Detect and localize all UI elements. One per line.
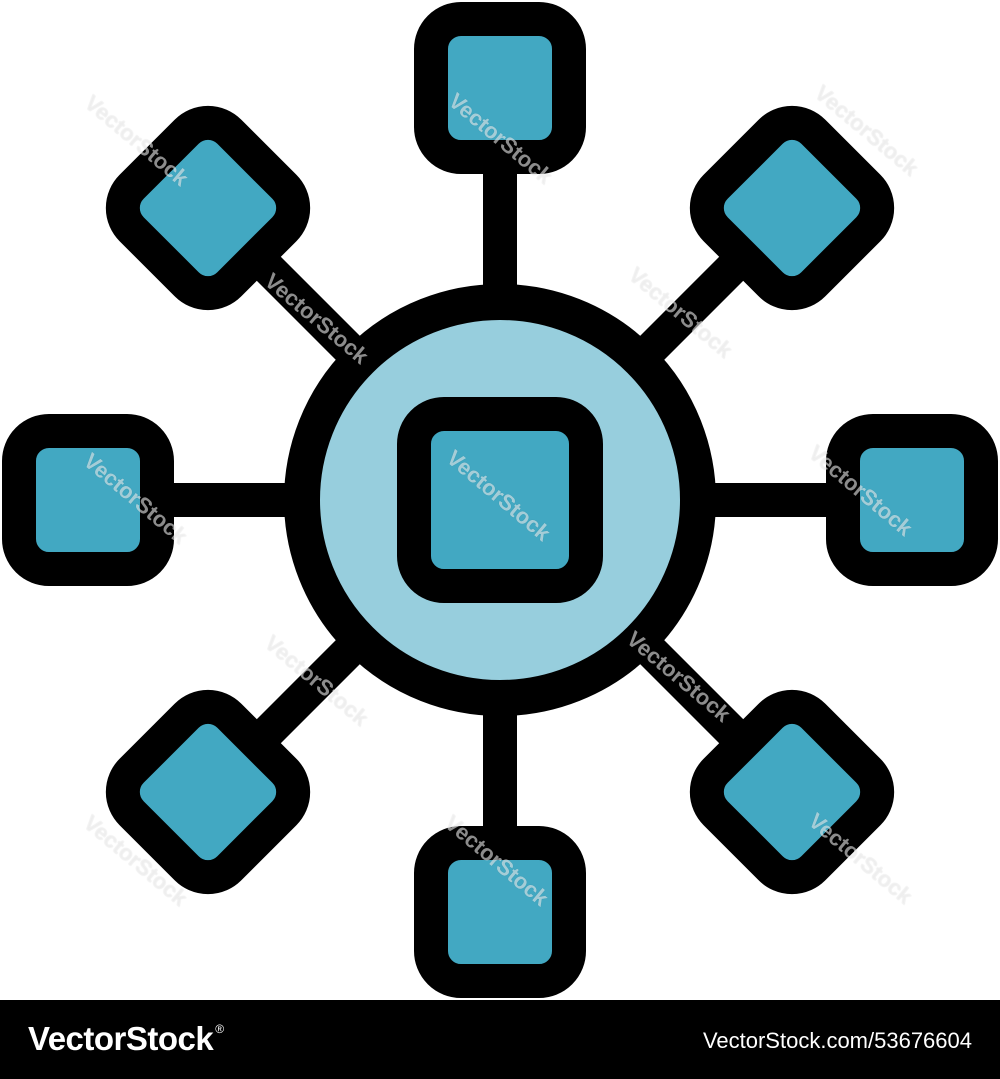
network-hub-icon [2,2,998,998]
node-bottom-right [689,689,895,895]
footer-image-id: VectorStock.com/53676604 [702,1028,972,1053]
node-bottom [414,826,586,998]
node-left [2,414,174,586]
connector-bottom-right [622,622,758,758]
footer-brand: VectorStock® [28,1020,224,1058]
node-right [826,414,998,586]
footer-bar: VectorStock® VectorStock.com/53676604 [0,1000,1000,1079]
node-bottom-left [105,689,311,895]
connector-top-right [622,242,758,378]
node-top [414,2,586,174]
brand-name: VectorStock [28,1020,214,1057]
connector-lines [160,160,840,840]
node-top-left [105,105,311,311]
trademark-mark: ® [215,1022,224,1036]
node-top-right [689,105,895,311]
connector-bottom-left [242,622,378,758]
hub-square [397,397,603,603]
connector-top-left [242,242,378,378]
